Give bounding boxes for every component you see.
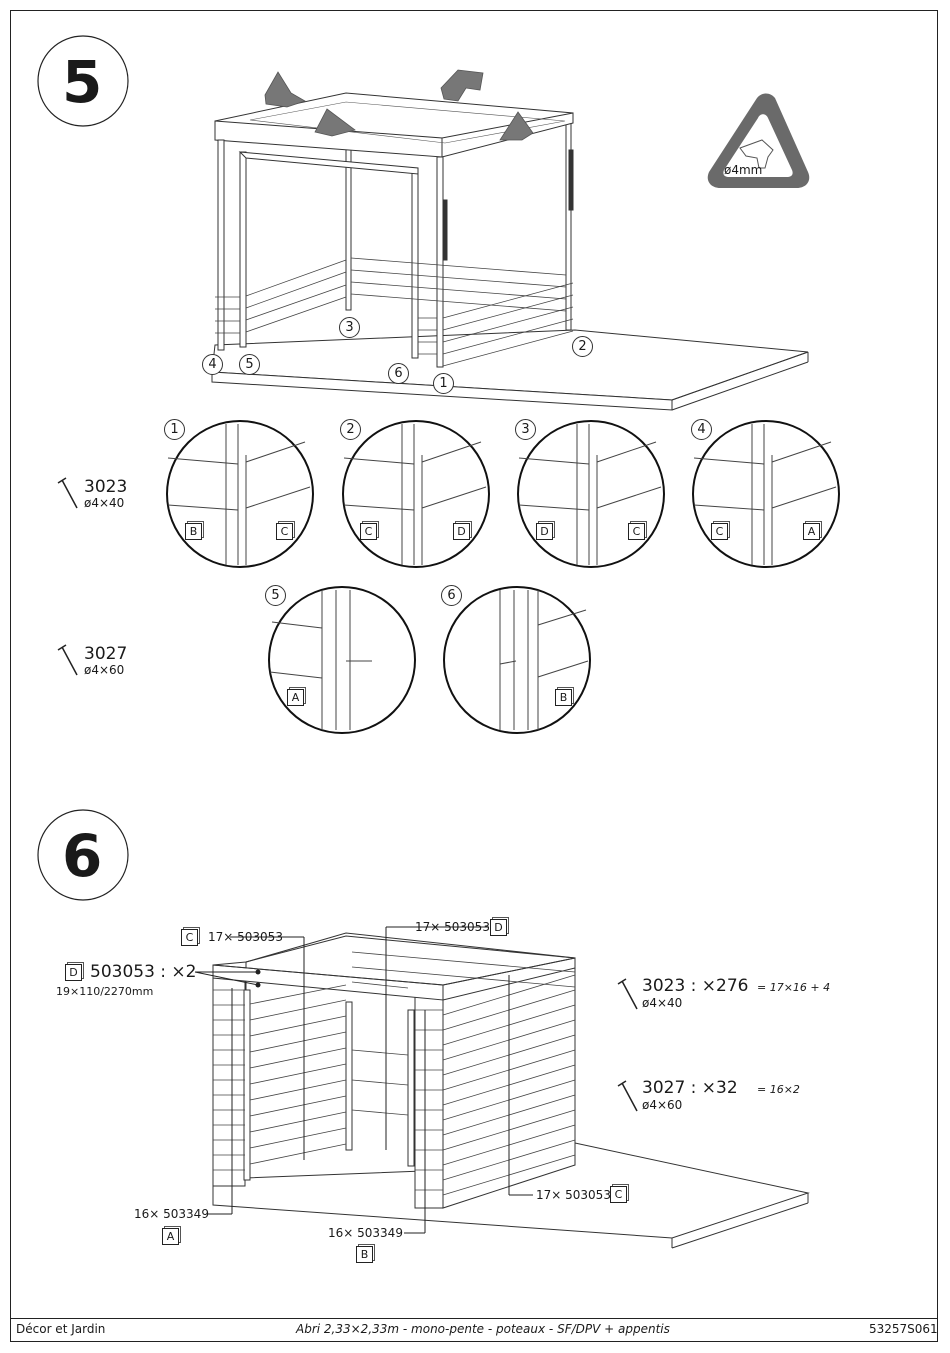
drill-warning-icon — [707, 93, 810, 188]
screw-icons — [57, 477, 638, 1112]
screw-3023-code: 3023 — [84, 477, 128, 497]
screw-3023-size: ø4×40 — [84, 496, 125, 510]
callout-c-top-left-letter: C — [181, 929, 198, 946]
callout-c-right-text: 17× 503053 — [536, 1188, 611, 1202]
screw-3027-total-size: ø4×60 — [642, 1098, 683, 1112]
callout-c-top-left-text: 17× 503053 — [208, 930, 283, 944]
detail-number-2: 2 — [340, 419, 361, 440]
detail4-letter-right: A — [803, 523, 820, 540]
detail3-letter-left: D — [536, 523, 553, 540]
position-marker-5: 5 — [239, 354, 260, 375]
detail4-letter-left: C — [711, 523, 728, 540]
step6-number: 6 — [62, 822, 103, 890]
callout-d-beam-text: 503053 : ×2 — [90, 962, 197, 982]
detail1-letter-left: B — [185, 523, 202, 540]
step5-frame — [214, 92, 574, 368]
screw-3027-total: 3027 : ×32 — [642, 1078, 738, 1098]
callout-c-right-letter: C — [610, 1186, 627, 1203]
position-marker-1: 1 — [433, 373, 454, 394]
page-frame — [10, 10, 938, 1342]
detail-number-5: 5 — [265, 585, 286, 606]
screw-3023-total: 3023 : ×276 — [642, 976, 749, 996]
step5-direction-arrows — [264, 69, 534, 141]
callout-d-top-right-text: 17× 503053 — [415, 920, 490, 934]
position-marker-3: 3 — [339, 317, 360, 338]
callout-a-post-text: 16× 503349 — [134, 1207, 209, 1221]
step5-number: 5 — [62, 48, 103, 116]
step5-floor — [211, 329, 809, 411]
detail2-letter-right: D — [453, 523, 470, 540]
screw-3023-total-size: ø4×40 — [642, 996, 683, 1010]
callout-b-post-letter: B — [356, 1246, 373, 1263]
footer-reference: 53257S061 — [869, 1322, 938, 1336]
step6-circle — [37, 809, 129, 901]
step6-dimension-lines — [194, 926, 533, 1234]
detail5-letter: A — [287, 689, 304, 706]
position-marker-6: 6 — [388, 363, 409, 384]
callout-b-post-text: 16× 503349 — [328, 1226, 403, 1240]
position-marker-4: 4 — [202, 354, 223, 375]
position-marker-2: 2 — [572, 336, 593, 357]
detail-number-3: 3 — [515, 419, 536, 440]
step6-shed — [212, 932, 576, 1209]
screw-3023-formula: = 17×16 + 4 — [757, 981, 831, 994]
callout-d-beam-dims: 19×110/2270mm — [56, 985, 154, 998]
detail-number-1: 1 — [164, 419, 185, 440]
detail2-letter-left: C — [360, 523, 377, 540]
footer-product: Abri 2,33×2,33m - mono-pente - poteaux -… — [296, 1322, 670, 1336]
detail3-letter-right: C — [628, 523, 645, 540]
step5-circle — [37, 35, 129, 127]
detail1-letter-right: C — [276, 523, 293, 540]
detail6-letter: B — [555, 689, 572, 706]
step6-boards — [213, 951, 576, 1196]
footer-brand: Décor et Jardin — [16, 1322, 106, 1336]
screw-3027-size: ø4×60 — [84, 663, 125, 677]
screw-3027-code: 3027 — [84, 644, 128, 664]
footer-divider — [10, 1318, 938, 1319]
detail-number-4: 4 — [691, 419, 712, 440]
drill-size-label: ø4mm — [724, 163, 763, 177]
callout-a-post-letter: A — [162, 1228, 179, 1245]
detail-circles — [166, 420, 840, 734]
screw-3027-formula: = 16×2 — [757, 1083, 800, 1096]
callout-d-top-right-letter: D — [490, 919, 507, 936]
detail-number-6: 6 — [441, 585, 462, 606]
callout-d-beam-letter: D — [65, 964, 82, 981]
